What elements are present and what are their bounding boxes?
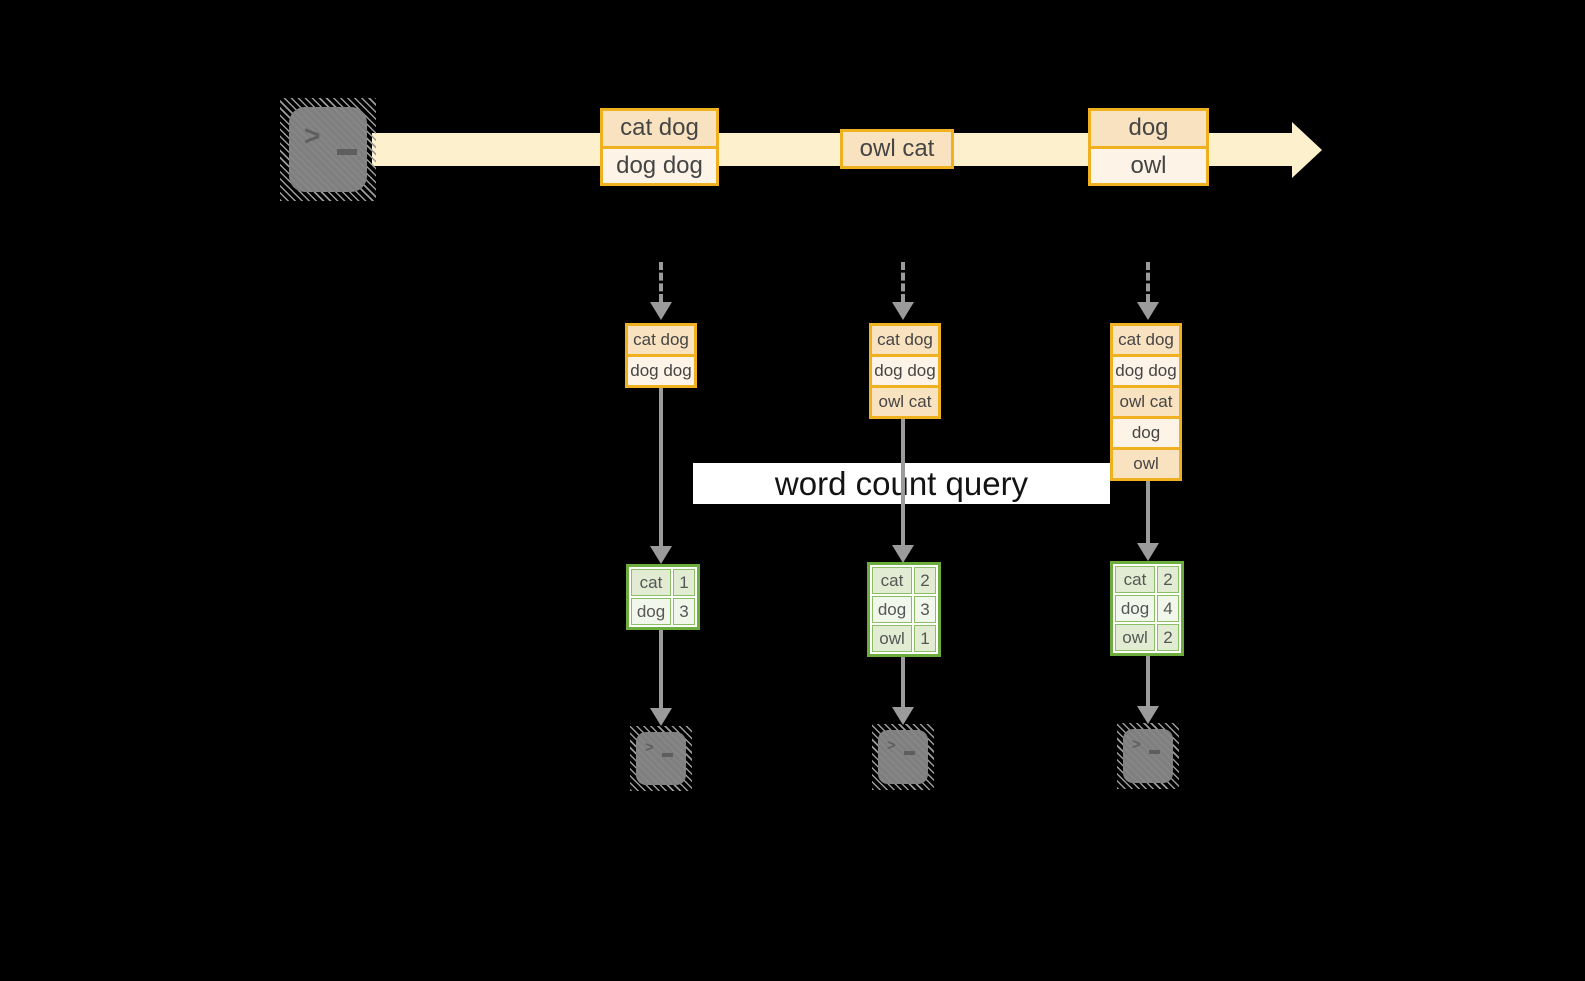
terminal-prompt-chevron-icon: > — [645, 739, 654, 756]
dashed-arrow-line — [659, 262, 663, 302]
word-cell: dog — [1115, 595, 1155, 622]
flow-arrow-head-icon — [892, 545, 914, 563]
word-cell: dog — [631, 598, 671, 625]
buffer-row: owl — [1113, 447, 1179, 478]
terminal-screen: > — [636, 732, 686, 785]
word-cell: cat — [631, 569, 671, 596]
sink-terminal-icon-3: > — [1117, 723, 1179, 789]
terminal-prompt-chevron-icon: > — [887, 737, 896, 754]
flow-arrow-head-icon — [1137, 706, 1159, 724]
word-cell: owl — [1115, 624, 1155, 651]
buffer-row: dog dog — [1113, 354, 1179, 385]
event-line: dog dog — [603, 145, 716, 183]
word-cell: cat — [872, 567, 912, 594]
buffer-row: cat dog — [872, 326, 938, 354]
flow-arrow-line — [1146, 481, 1150, 543]
dashed-arrow-line — [901, 262, 905, 302]
flow-arrow-head-icon — [1137, 543, 1159, 561]
terminal-screen: > — [1123, 729, 1173, 783]
source-terminal-icon: > — [280, 98, 376, 201]
event-line: cat dog — [603, 111, 716, 146]
buffer-row: owl cat — [1113, 385, 1179, 416]
terminal-screen: > — [878, 730, 928, 784]
event-line: owl — [1091, 145, 1206, 183]
stream-event-2: owl cat — [840, 129, 954, 169]
buffer-row: cat dog — [1113, 326, 1179, 354]
sink-terminal-icon-2: > — [872, 724, 934, 790]
buffer-row: dog dog — [628, 354, 694, 385]
dashed-arrow-line — [1146, 262, 1150, 302]
count-cell: 3 — [673, 598, 695, 625]
word-cell: cat — [1115, 566, 1155, 593]
terminal-prompt-cursor-icon — [662, 753, 673, 757]
count-cell: 2 — [914, 567, 936, 594]
buffer-row: owl cat — [872, 385, 938, 416]
flow-arrow-head-icon — [892, 707, 914, 725]
count-cell: 1 — [914, 625, 936, 652]
flow-arrow-line — [1146, 656, 1150, 706]
terminal-prompt-chevron-icon: > — [1132, 736, 1141, 753]
event-buffer-1: cat dog dog dog — [625, 323, 697, 388]
stream-arrow-head-icon — [1292, 122, 1322, 178]
count-table-2: cat 2 dog 3 owl 1 — [867, 562, 941, 657]
flow-arrow-head-icon — [650, 546, 672, 564]
count-cell: 4 — [1157, 595, 1179, 622]
terminal-screen: > — [289, 107, 367, 192]
event-line: owl cat — [843, 132, 951, 166]
count-table-3: cat 2 dog 4 owl 2 — [1110, 561, 1184, 656]
flow-arrow-head-icon — [650, 708, 672, 726]
event-line: dog — [1091, 111, 1206, 146]
sink-terminal-icon-1: > — [630, 726, 692, 791]
terminal-prompt-chevron-icon: > — [304, 120, 321, 151]
count-cell: 2 — [1157, 624, 1179, 651]
event-buffer-3: cat dog dog dog owl cat dog owl — [1110, 323, 1182, 481]
word-cell: dog — [872, 596, 912, 623]
buffer-row: dog — [1113, 416, 1179, 447]
count-cell: 1 — [673, 569, 695, 596]
terminal-prompt-cursor-icon — [904, 751, 915, 755]
flow-arrow-line — [901, 657, 905, 707]
dashed-arrow-head-icon — [892, 302, 914, 320]
terminal-prompt-cursor-icon — [1149, 750, 1160, 754]
flow-arrow-line — [659, 630, 663, 708]
event-buffer-2: cat dog dog dog owl cat — [869, 323, 941, 419]
buffer-row: cat dog — [628, 326, 694, 354]
count-cell: 3 — [914, 596, 936, 623]
buffer-row: dog dog — [872, 354, 938, 385]
flow-arrow-line — [659, 388, 663, 546]
count-table-1: cat 1 dog 3 — [626, 564, 700, 630]
dashed-arrow-head-icon — [650, 302, 672, 320]
terminal-prompt-cursor-icon — [337, 149, 357, 155]
dashed-arrow-head-icon — [1137, 302, 1159, 320]
word-cell: owl — [872, 625, 912, 652]
flow-arrow-line — [901, 419, 905, 545]
count-cell: 2 — [1157, 566, 1179, 593]
stream-event-3: dog owl — [1088, 108, 1209, 186]
stream-event-1: cat dog dog dog — [600, 108, 719, 186]
